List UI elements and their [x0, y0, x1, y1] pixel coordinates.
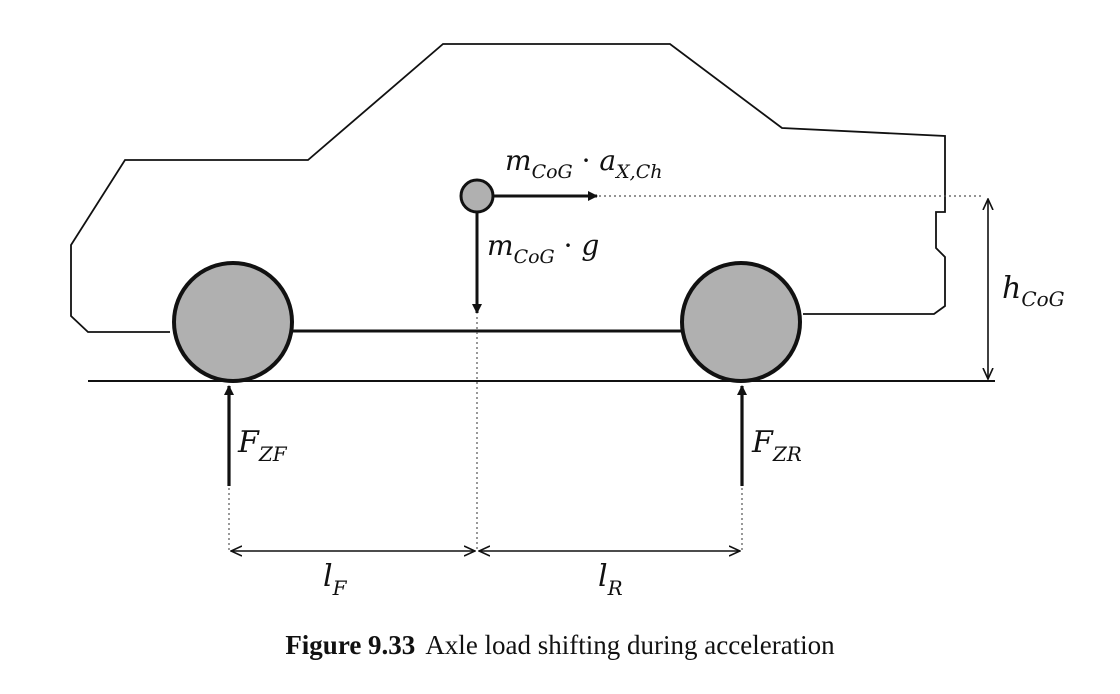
figure-caption-label: Figure 9.33 — [285, 630, 416, 660]
front-distance-label: lF — [323, 559, 348, 600]
cog-height-label: hCoG — [1002, 271, 1065, 311]
car-body-outline — [70, 43, 946, 333]
figure-caption-text: Axle load shifting during acceleration — [425, 630, 835, 660]
gravity-force-label: mCoG · g — [487, 229, 599, 268]
rear-force-label: FZR — [751, 425, 802, 466]
inertial-force-label: mCoG · aX,Ch — [505, 144, 662, 183]
rear-wheel — [680, 261, 802, 383]
front-wheel — [172, 261, 294, 383]
figure-caption: Figure 9.33 Axle load shifting during acc… — [0, 630, 1120, 661]
rear-distance-label: lR — [598, 559, 623, 600]
front-force-label: FZF — [237, 425, 288, 466]
center-of-gravity — [459, 178, 495, 214]
